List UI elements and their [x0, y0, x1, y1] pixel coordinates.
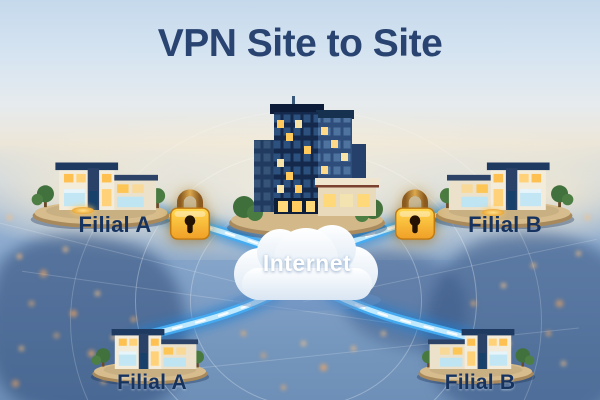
- cloud-icon: [233, 225, 381, 311]
- branch-building-bottom-right: [412, 305, 540, 386]
- internet-label: Internet: [262, 250, 352, 276]
- label-branch-bottom-right: Filial B: [444, 371, 516, 394]
- page-title: VPN Site to Site: [157, 22, 443, 65]
- branch-building-bottom-left: [86, 305, 214, 386]
- label-branch-top-left: Filial A: [78, 212, 152, 237]
- label-branch-bottom-left: Filial A: [117, 371, 187, 394]
- branch-building-top-right: [428, 134, 580, 230]
- headquarters-building: [222, 86, 392, 240]
- label-branch-top-right: Filial B: [468, 212, 542, 237]
- padlock-icon-right: [388, 182, 442, 249]
- gold-light-accent: [482, 209, 504, 216]
- branch-building-top-left: [25, 134, 177, 230]
- gold-light-accent: [72, 207, 94, 214]
- internet-cloud: Internet: [218, 220, 396, 312]
